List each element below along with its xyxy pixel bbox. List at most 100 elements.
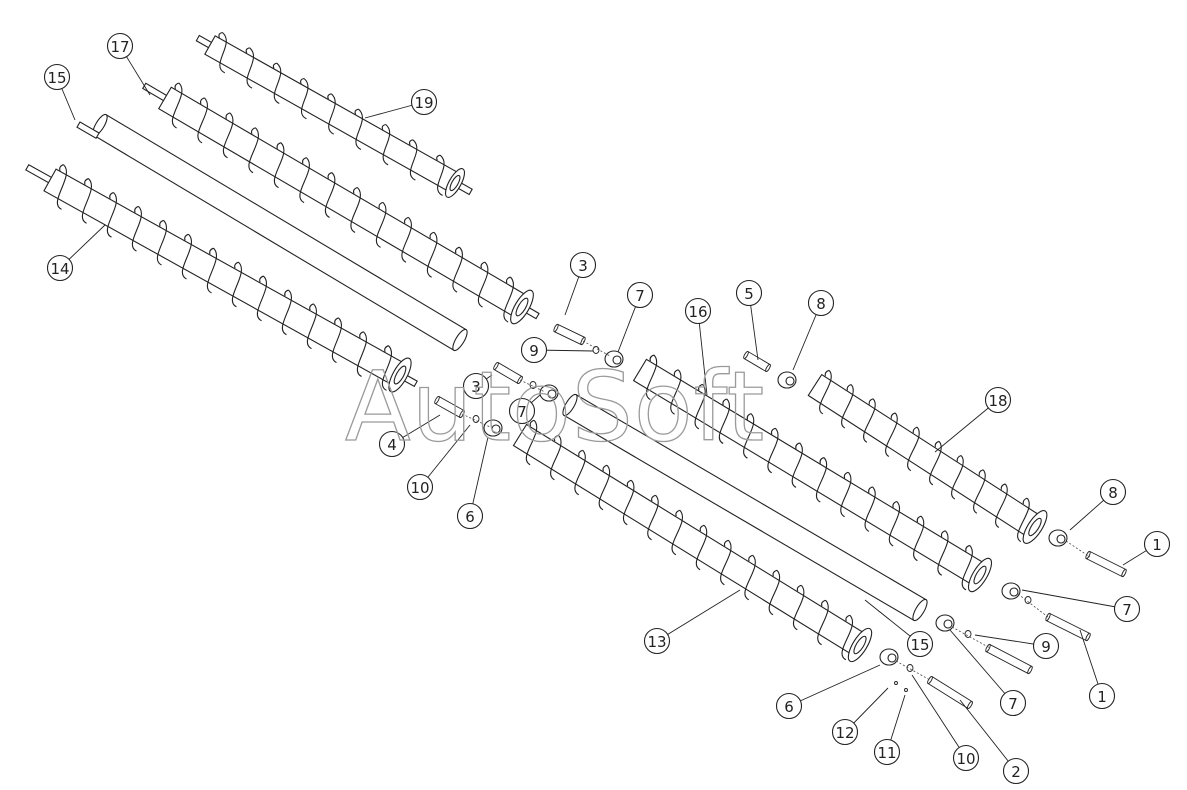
pin-3-top-end-near (553, 323, 559, 333)
callout-8-right-circle (1099, 478, 1127, 506)
auger-17-flight (273, 142, 285, 189)
auger-16-flight-edge (965, 544, 970, 552)
auger-13-flight-edge (772, 569, 778, 577)
auger-14-flight-edge (159, 219, 164, 227)
callout-18-label: 18 (988, 392, 1007, 410)
callout-13-leader (656, 589, 741, 642)
auger-18-flight (885, 412, 898, 457)
callout-17-top: 17 (106, 32, 151, 96)
auger-16-flight-edge (649, 354, 655, 362)
bushing-6-left-bore (491, 424, 501, 434)
callout-6-left-circle (456, 502, 484, 530)
auger-14-flight-edge (234, 261, 239, 269)
callout-17-top-label: 17 (110, 38, 129, 56)
auger-14-flight (131, 206, 142, 252)
assembly-path-0 (1065, 540, 1091, 558)
callout-13: 13 (643, 589, 741, 655)
auger-17-flight-edge (301, 157, 307, 164)
bushing-6-left (483, 419, 503, 437)
auger-17-flight (222, 112, 234, 159)
auger-17-flight (477, 261, 489, 308)
callout-7-top: 7 (617, 281, 654, 353)
auger-13-flight (744, 554, 756, 601)
bushing-8-top-bore (785, 376, 795, 386)
callout-7-right-label: 7 (1122, 601, 1132, 619)
auger-16-flight (791, 442, 803, 488)
plain-tube-15-bottom-end-far (912, 598, 928, 622)
pin-5 (743, 350, 771, 373)
auger-18-flight (1017, 497, 1030, 543)
callout-15-bottom: 15 (864, 599, 934, 658)
auger-18 (807, 369, 1048, 544)
callout-6-left-leader (469, 436, 489, 517)
callout-10-left-label: 10 (410, 479, 429, 497)
callout-12-circle (831, 718, 859, 746)
callout-19: 19 (364, 88, 438, 119)
pin-1-bottom-body (985, 643, 1033, 675)
pin-1-mid-end-far (1085, 632, 1091, 642)
bushing-8-top (777, 371, 797, 389)
callout-6-bottom-label: 6 (784, 698, 794, 716)
assembly-path-6 (461, 413, 491, 428)
auger-13-flight-edge (748, 554, 753, 562)
auger-19-flight (382, 124, 391, 166)
auger-13-flight (550, 434, 562, 481)
callout-3-mid: 3 (462, 372, 493, 400)
callout-1-right: 1 (1122, 530, 1171, 566)
callout-9-top-label: 9 (529, 342, 539, 360)
auger-17-flight (503, 276, 514, 323)
callout-18-circle (984, 386, 1012, 414)
callout-15-bottom-circle (906, 630, 934, 658)
assembly-path-4 (582, 340, 611, 357)
assembly-path-1 (1017, 593, 1049, 618)
callout-10-bottom-leader (911, 674, 967, 759)
callout-10-bottom-circle (952, 744, 980, 772)
auger-13-flight-edge (553, 434, 559, 442)
auger-19-flight (328, 93, 336, 135)
callout-11-label: 11 (877, 744, 896, 762)
callout-13-label: 13 (647, 633, 666, 651)
auger-13-flight (671, 509, 683, 556)
plain-tube-15-top-end-far (452, 328, 468, 352)
callout-15-top-label: 15 (47, 69, 66, 87)
auger-14-flight (331, 317, 342, 364)
auger-13-flight (647, 494, 659, 541)
auger-16 (632, 354, 993, 593)
callout-9-bottom-circle (1032, 632, 1060, 660)
callout-16-leader (697, 310, 708, 396)
auger-13-flight (525, 419, 538, 466)
callout-15-top-circle (43, 63, 71, 91)
pin-1-right-body (1085, 550, 1127, 578)
callout-10-left-circle (406, 473, 434, 501)
callout-15-top: 15 (43, 63, 76, 121)
bushing-7-mid-bore (547, 389, 557, 399)
auger-19-flight-edge (381, 123, 386, 130)
bushing-7-right (1001, 582, 1021, 600)
auger-17-flight-edge (480, 261, 486, 269)
auger-16-flight-edge (892, 500, 898, 508)
auger-16-flight-edge (868, 486, 873, 494)
callout-12: 12 (831, 687, 889, 746)
plain-tube-15-bottom-end-near (562, 393, 578, 417)
auger-16-flight-edge (722, 398, 728, 406)
auger-16-flight (864, 486, 876, 532)
auger-19-flight (246, 47, 255, 89)
auger-18-flight (841, 384, 854, 429)
auger-17-flight-edge (276, 142, 282, 149)
auger-14-flight (181, 233, 192, 280)
auger-17-flight-edge (250, 127, 256, 134)
auger-18-flight (951, 455, 964, 500)
auger-16-flight-edge (698, 383, 703, 391)
callout-18-leader (934, 399, 999, 453)
auger-17 (142, 82, 540, 325)
callout-2: 2 (959, 699, 1030, 785)
auger-19-flight-edge (354, 108, 359, 115)
auger-19-flight-edge (408, 139, 414, 146)
bushing-6-bottom-bore (887, 653, 897, 663)
auger-14-flight-edge (309, 303, 314, 311)
ring-9-top (592, 346, 600, 354)
auger-17-flight (350, 187, 361, 233)
auger-17-end-bore (515, 297, 529, 317)
callout-2-label: 2 (1011, 763, 1021, 781)
pin-11 (904, 688, 908, 692)
